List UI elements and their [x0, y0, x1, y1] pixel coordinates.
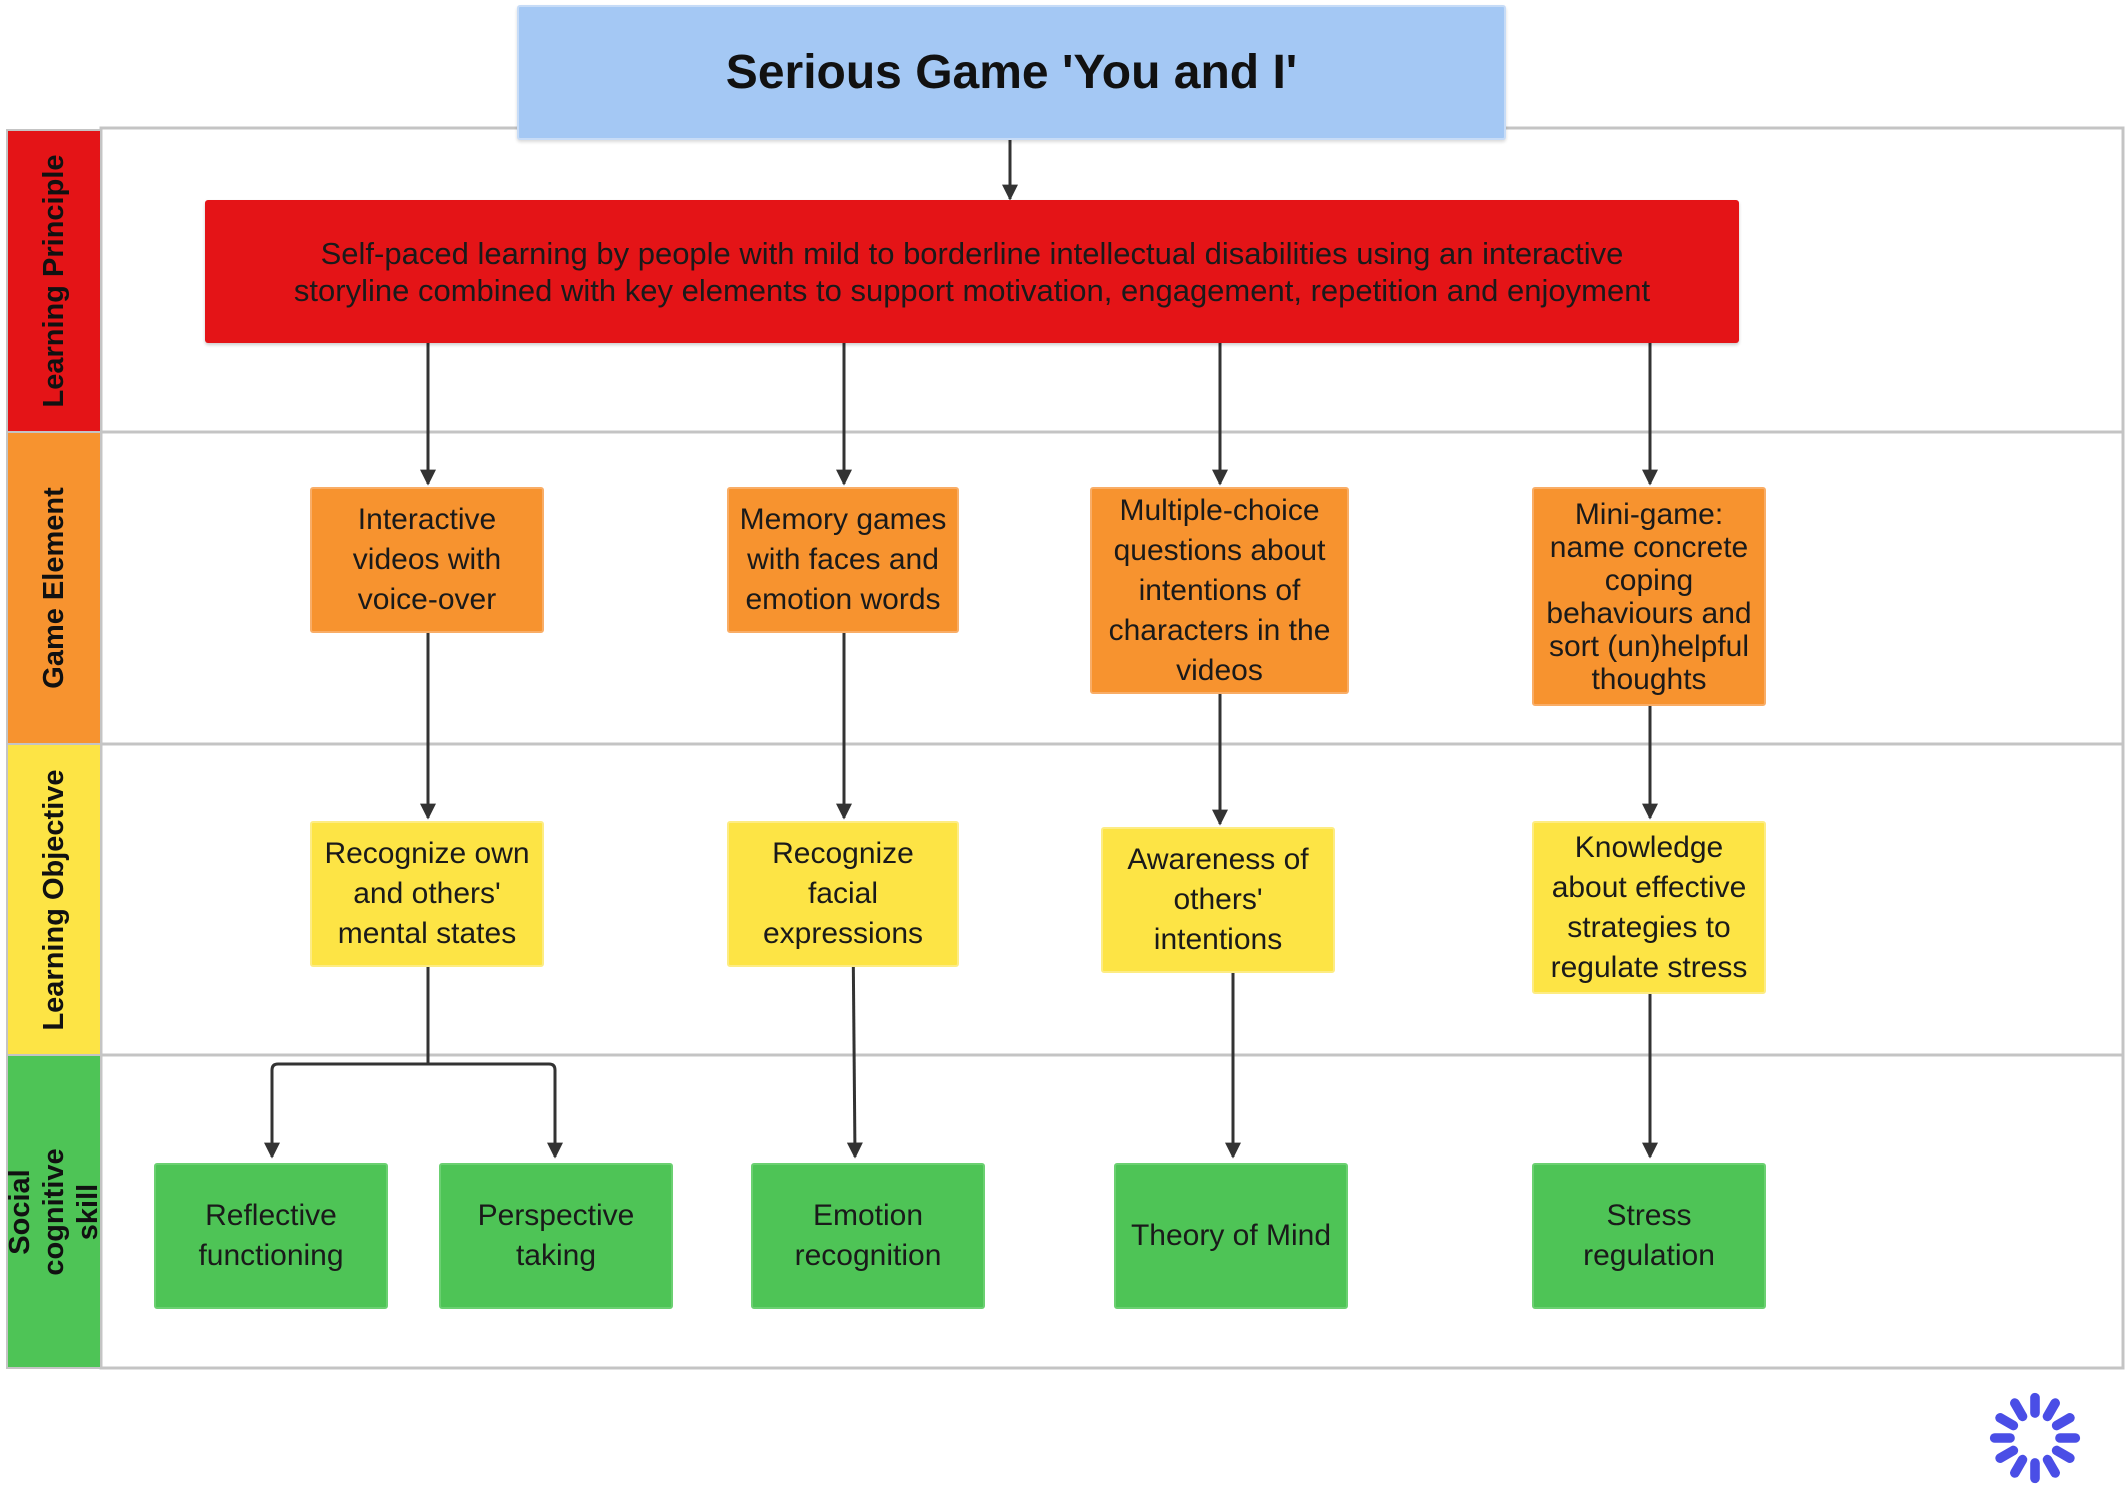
logo-petal: [2042, 1454, 2060, 1478]
lane-game-element-bg: [6, 431, 102, 745]
game-element-multiple-choice: Multiple-choice questions about intentio…: [1090, 487, 1349, 694]
lane-learning-principle-bg: [6, 129, 102, 433]
game-element-mini-game: Mini-game: name concrete coping behaviou…: [1532, 487, 1766, 706]
lane-label-social-cognitive-skill: Social cognitive skill: [4, 1147, 104, 1276]
lane-label-game-element: Game Element: [38, 487, 70, 689]
game-element-interactive-videos: Interactive videos with voice-over: [310, 487, 544, 633]
lane-label-learning-principle: Learning Principle: [38, 154, 70, 408]
diagram-title: Serious Game 'You and I': [517, 5, 1506, 140]
logo-petal: [1995, 1445, 2019, 1463]
skill-theory-of-mind: Theory of Mind: [1114, 1163, 1348, 1309]
lane-label-learning-objective: Learning Objective: [38, 768, 70, 1031]
skill-reflective-functioning: Reflective functioning: [154, 1163, 388, 1309]
objective-facial-expressions: Recognize facial expressions: [727, 821, 959, 967]
asterisk-flower-icon: [1989, 1392, 2081, 1484]
game-element-memory-games: Memory games with faces and emotion word…: [727, 487, 959, 633]
skill-emotion-recognition: Emotion recognition: [751, 1163, 985, 1309]
logo-petal: [1989, 1433, 2015, 1443]
logo-petal: [2055, 1433, 2081, 1443]
skill-stress-regulation: Stress regulation: [1532, 1163, 1766, 1309]
lane-social-skill-bg: [6, 1054, 102, 1369]
learning-principle-box: Self-paced learning by people with mild …: [205, 200, 1739, 343]
connector-lo1-left: [264, 1062, 428, 1159]
logo-petal: [2042, 1398, 2060, 1422]
connectors: [264, 140, 1658, 1159]
skill-perspective-taking: Perspective taking: [439, 1163, 673, 1309]
logo-petal: [1995, 1413, 2019, 1431]
logo-petal: [2030, 1392, 2040, 1418]
logo-petal: [2010, 1454, 2028, 1478]
objective-intentions: Awareness of others' intentions: [1101, 827, 1335, 973]
logo-petal: [2051, 1413, 2075, 1431]
logo-petal: [2010, 1398, 2028, 1422]
objective-regulate-stress: Knowledge about effective strategies to …: [1532, 821, 1766, 994]
logo-petal: [2051, 1445, 2075, 1463]
objective-mental-states: Recognize own and others' mental states: [310, 821, 544, 967]
logo-petal: [2030, 1458, 2040, 1484]
connector-lo1-right: [428, 1062, 563, 1159]
lane-learning-objective-bg: [6, 743, 102, 1056]
